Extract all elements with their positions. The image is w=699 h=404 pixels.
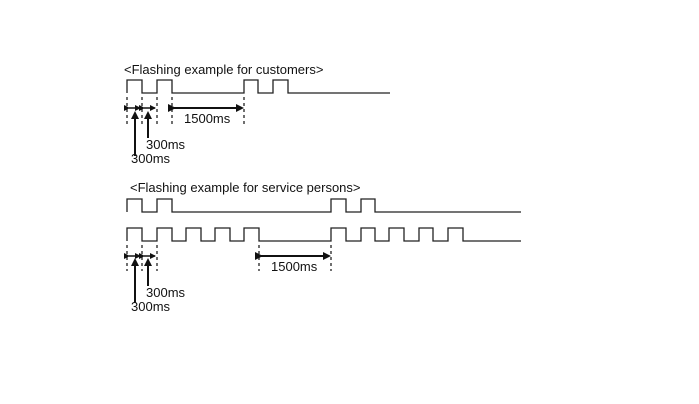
customers-pulse-label-b: 300ms xyxy=(131,151,171,166)
customers-markers xyxy=(124,97,245,156)
customers-waveform xyxy=(126,79,390,94)
customers-title: <Flashing example for customers> xyxy=(124,62,323,77)
service-pulse-label-b: 300ms xyxy=(131,299,171,314)
service-markers xyxy=(124,245,332,303)
service-gap-label: 1500ms xyxy=(271,259,318,274)
service-section: <Flashing example for service persons> 1… xyxy=(124,180,521,314)
customers-gap-label: 1500ms xyxy=(184,111,231,126)
customers-section: <Flashing example for customers> 1500ms … xyxy=(124,62,390,166)
service-waveform-2 xyxy=(126,227,521,242)
customers-pulse-label-a: 300ms xyxy=(146,137,186,152)
service-pulse-label-a: 300ms xyxy=(146,285,186,300)
service-title: <Flashing example for service persons> xyxy=(130,180,361,195)
service-waveform-1 xyxy=(126,198,521,213)
